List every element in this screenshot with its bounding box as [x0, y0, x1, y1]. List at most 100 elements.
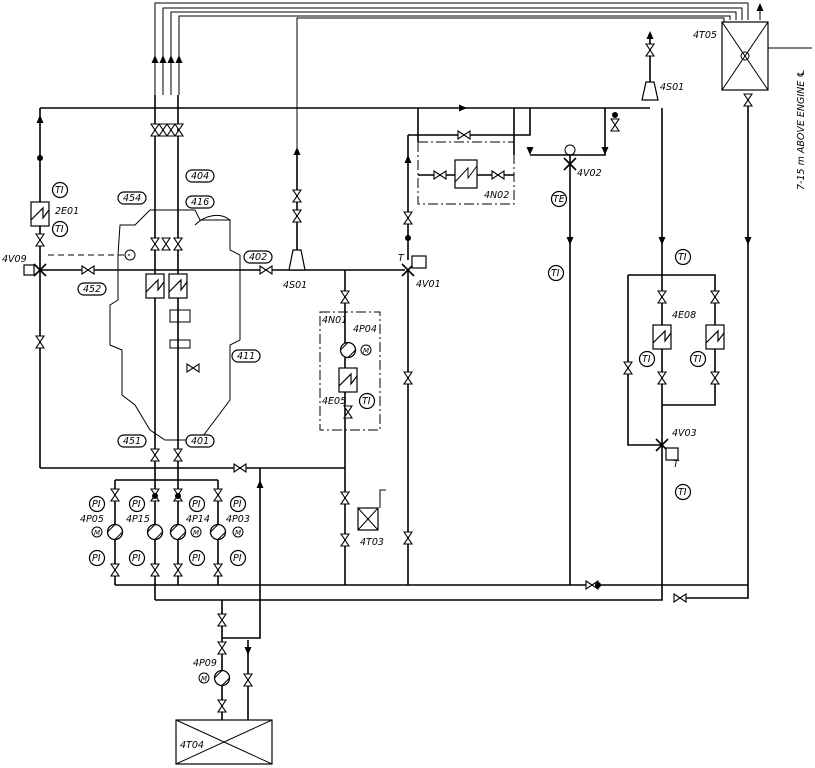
tag-401: 401	[185, 434, 215, 448]
elevation-note: 7-15 m ABOVE ENGINE ℄	[796, 69, 807, 190]
valves	[35, 43, 753, 713]
svg-text:TI: TI	[693, 354, 702, 365]
module-boxes	[48, 141, 515, 431]
svg-text:TE: TE	[553, 194, 565, 205]
ti-mid: TI	[547, 264, 565, 282]
pump-4p04: 4P04 4N01	[322, 315, 377, 359]
vent-4s01-mid-label: 4S01	[283, 280, 307, 291]
svg-text:PI: PI	[132, 499, 141, 510]
cooler-4e08: 4E08	[652, 310, 725, 350]
pi-4p03-bottom: PI	[229, 549, 247, 567]
svg-text:PI: PI	[92, 553, 101, 564]
pump-label-4p05: 4P05	[80, 514, 104, 525]
vent-4s01-top-label: 4S01	[660, 82, 684, 93]
ti-4v03: TI	[674, 483, 692, 501]
elevation-annotation: 7-15 m ABOVE ENGINE ℄	[796, 69, 807, 190]
svg-text:TI: TI	[55, 185, 64, 196]
pump-4p15: 4P15	[126, 514, 164, 541]
cooler-2e01: 2E01	[30, 201, 79, 227]
module-4n02-hx: 4N02	[417, 108, 515, 201]
connection-tags: 404 454 416 402 452 411 451 401	[77, 169, 273, 448]
svg-text:TI: TI	[551, 268, 560, 279]
motor-symbols: M M M M M	[91, 344, 372, 684]
ti-right-top: TI	[674, 248, 692, 266]
pi-4p05-bottom: PI	[88, 549, 106, 567]
tank-4t05: 4T05	[693, 3, 812, 91]
te-4v02: TE	[550, 190, 568, 208]
deaerator-4t03: 4T03	[357, 489, 386, 548]
svg-text:401: 401	[191, 436, 209, 447]
pump-4p14: 4P14	[169, 514, 210, 541]
cooler-2e01-label: 2E01	[55, 206, 79, 217]
ti-2e01-bottom: TI	[51, 220, 69, 238]
pump-4p03: 4P03	[209, 514, 250, 541]
svg-text:PI: PI	[233, 499, 242, 510]
pump-4p09-label: 4P09	[193, 658, 217, 669]
svg-text:404: 404	[191, 171, 209, 182]
tag-452: 452	[77, 282, 107, 296]
svg-text:451: 451	[123, 436, 141, 447]
deaerator-4t03-label: 4T03	[360, 537, 384, 548]
cooler-4e08-label: 4E08	[672, 310, 696, 321]
pump-label-4p03: 4P03	[226, 514, 250, 525]
module-4n01-label: 4N01	[322, 315, 347, 326]
svg-text:TI: TI	[678, 487, 687, 498]
pump-4p04-label: 4P04	[353, 324, 377, 335]
tag-454: 454	[117, 191, 147, 205]
motor-label: M	[94, 529, 100, 537]
valve-4v02: 4V02	[563, 144, 602, 179]
ti-4e08-left: TI	[638, 350, 656, 368]
pi-4p15-top: PI	[128, 495, 146, 513]
ti-4e05: TI	[358, 392, 376, 410]
tank-4t04: 4T04	[175, 719, 273, 765]
pi-4p14-bottom: PI	[188, 549, 206, 567]
pi-4p14-top: PI	[188, 495, 206, 513]
pump-4p09: 4P09	[193, 658, 231, 687]
svg-text:416: 416	[191, 197, 209, 208]
thermo-t-4v01: T	[398, 253, 405, 264]
tag-451: 451	[117, 434, 147, 448]
pump-label-4p14: 4P14	[186, 514, 210, 525]
ti-2e01-top: TI	[51, 181, 69, 199]
valve-4v03: 4V03	[655, 428, 697, 461]
svg-text:411: 411	[237, 351, 255, 362]
valve-4v03-label: 4V03	[672, 428, 697, 439]
pi-4p15-bottom: PI	[128, 549, 146, 567]
motor-label: M	[193, 529, 199, 537]
module-4n02-label: 4N02	[484, 190, 509, 201]
valve-4v09-label: 4V09	[2, 254, 27, 265]
svg-text:402: 402	[249, 252, 267, 263]
valve-4v09: 4V09	[2, 254, 47, 277]
svg-text:TI: TI	[55, 224, 64, 235]
pump-label-4p15: 4P15	[126, 514, 150, 525]
svg-text:PI: PI	[192, 553, 201, 564]
svg-text:TI: TI	[642, 354, 651, 365]
check-valves	[37, 112, 618, 588]
motor-label: M	[235, 529, 241, 537]
valve-4v02-label: 4V02	[577, 168, 602, 179]
svg-text:452: 452	[83, 284, 101, 295]
pi-4p05-top: PI	[88, 495, 106, 513]
svg-text:PI: PI	[132, 553, 141, 564]
svg-text:PI: PI	[233, 553, 242, 564]
svg-text:TI: TI	[362, 396, 371, 407]
tank-4t05-label: 4T05	[693, 30, 717, 41]
instruments: TI TI TI TI TE TI TI TI TI PI PI PI PI P…	[51, 181, 707, 567]
tag-411: 411	[231, 349, 261, 363]
valve-4v01: 4V01	[401, 255, 441, 290]
svg-text:PI: PI	[192, 499, 201, 510]
tag-404: 404	[185, 169, 215, 183]
ti-4e08-right: TI	[689, 350, 707, 368]
svg-text:PI: PI	[92, 499, 101, 510]
tag-402: 402	[243, 250, 273, 264]
tag-416: 416	[185, 195, 215, 209]
vent-4s01-mid: 4S01	[283, 249, 307, 291]
engine-coolers	[145, 273, 188, 299]
valve-4v01-label: 4V01	[416, 279, 441, 290]
engine-outline	[109, 209, 241, 441]
vent-4s01-top: 4S01	[641, 81, 684, 101]
tank-4t04-label: 4T04	[180, 740, 204, 751]
motor-label: M	[363, 347, 369, 355]
thermo-t-4v03: T	[673, 459, 680, 470]
